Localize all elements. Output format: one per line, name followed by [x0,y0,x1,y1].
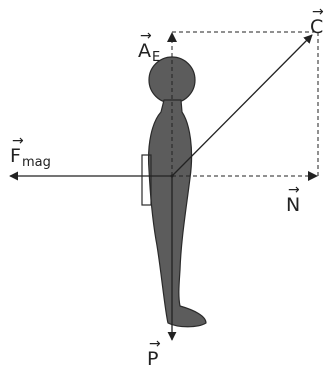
label-C: →C [310,5,324,38]
label-C-letter: C [310,16,324,38]
vector-arrow-icon: → [149,336,161,352]
label-F-sub: mag [21,155,51,170]
vector-C [171,34,313,177]
person-silhouette [141,56,207,328]
label-F-letter: F [10,145,21,167]
vector-arrow-icon: → [288,182,300,198]
label-A-letter: A [138,40,151,62]
vector-arrow-icon: → [140,28,152,44]
label-N-letter: N [286,194,301,216]
label-P: →P [147,337,161,370]
label-F-mag: →Fmag [10,134,51,170]
label-P-letter: P [147,348,159,370]
solid-vectors [9,34,313,341]
person-body [147,99,207,328]
vector-arrow-icon: → [312,4,324,20]
vector-N-arrowhead [308,171,318,181]
guide-lines [171,31,319,177]
label-A-sub: E [152,50,161,65]
origin-point [170,174,174,178]
person-backpack [141,154,152,206]
vector-arrow-icon: → [12,133,24,149]
vector-A-arrowhead [167,32,177,42]
label-N: →N [286,183,301,216]
label-A-E: →AE [138,29,161,65]
